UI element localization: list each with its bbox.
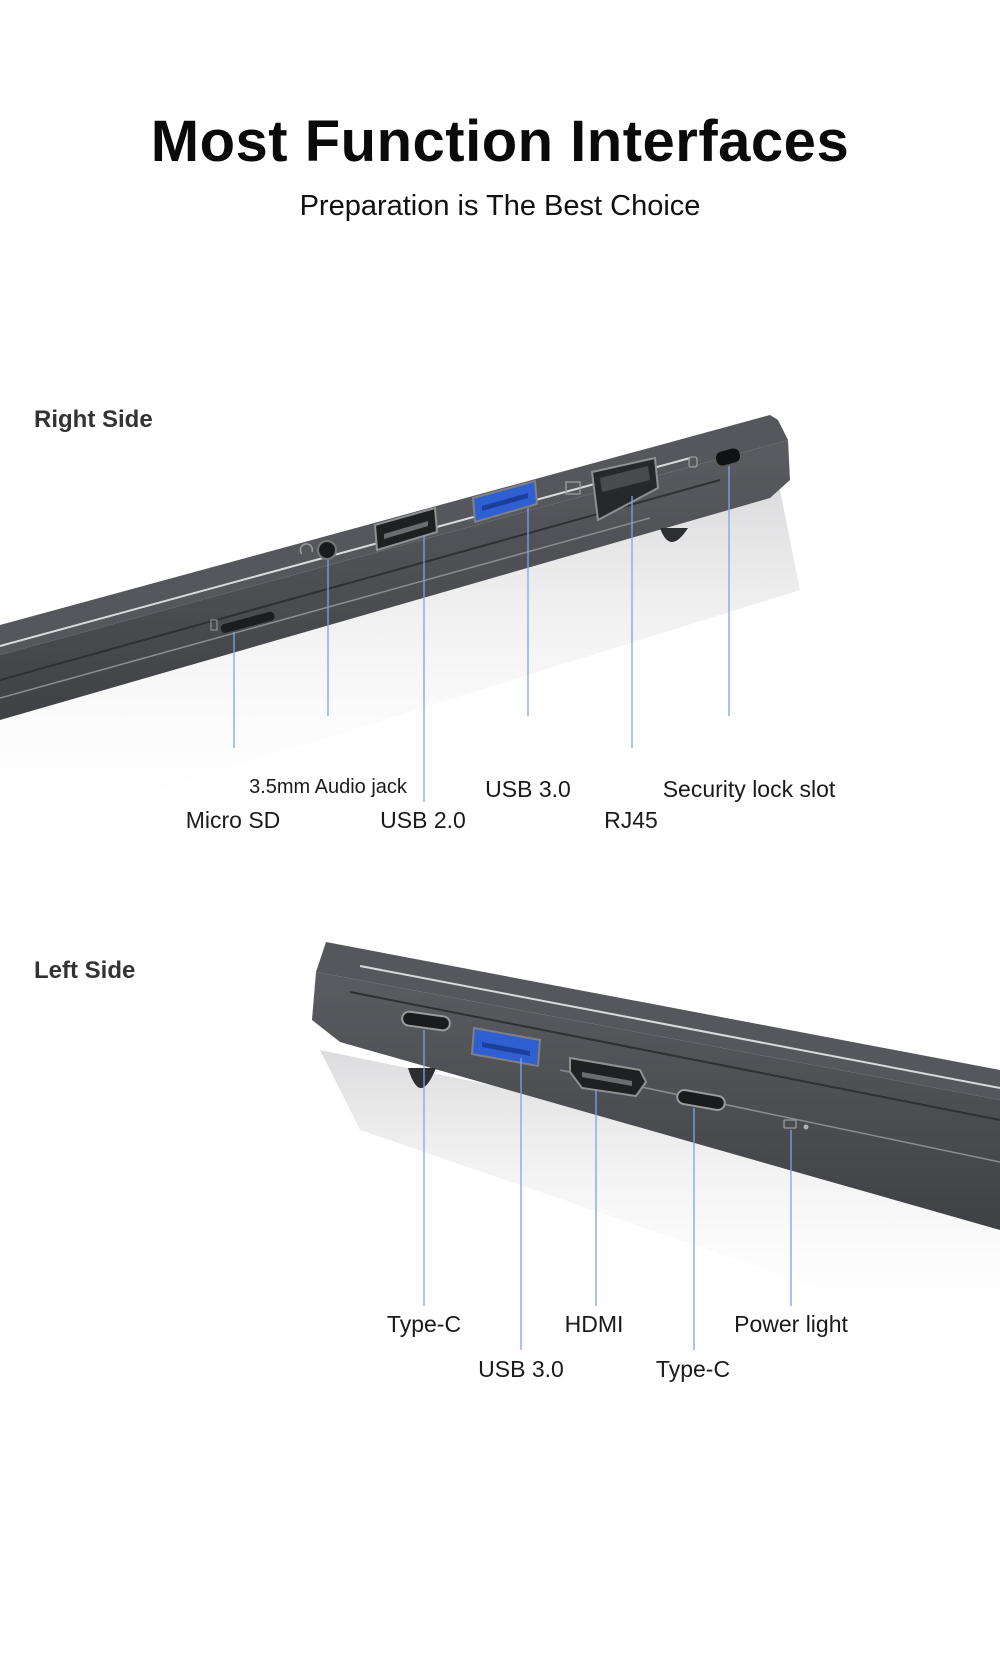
label-usb-3-left: USB 3.0 [478,1356,564,1382]
left-side-label: Left Side [34,957,136,984]
laptop-base [0,440,790,720]
usb-port-icon [373,506,439,552]
audio-jack-icon [299,540,337,560]
label-type-c-1: Type-C [386,1311,462,1337]
label-power-light: Power light [734,1311,848,1337]
laptop-lid [316,942,1000,1100]
label-security-lock: Security lock slot [662,776,836,802]
ethernet-port-icon [565,456,660,522]
usb-3-port-icon [470,1026,542,1068]
label-hdmi: HDMI [564,1311,624,1337]
type-c-port-icon [676,1089,726,1111]
type-c-port-icon [401,1010,451,1032]
label-usb-2: USB 2.0 [380,807,466,833]
page-title: Most Function Interfaces [150,109,850,174]
left-side-laptop-illustration [312,942,1000,1350]
leader-lines [233,466,730,802]
label-micro-sd: Micro SD [185,807,281,833]
micro-sd-slot-icon [210,611,275,633]
leader-lines [423,1030,792,1350]
right-side-label: Right Side [34,406,153,433]
lock-slot-icon [688,448,741,468]
page-subtitle: Preparation is The Best Choice [299,190,701,222]
label-rj45: RJ45 [604,807,658,833]
label-type-c-2: Type-C [655,1356,731,1382]
label-audio-jack: 3.5mm Audio jack [249,776,407,798]
label-usb-3-right: USB 3.0 [485,776,571,802]
usb-3-port-icon [471,479,539,524]
hdmi-port-icon [569,1056,648,1098]
power-light-icon [783,1119,809,1130]
right-side-laptop-illustration [0,415,800,840]
